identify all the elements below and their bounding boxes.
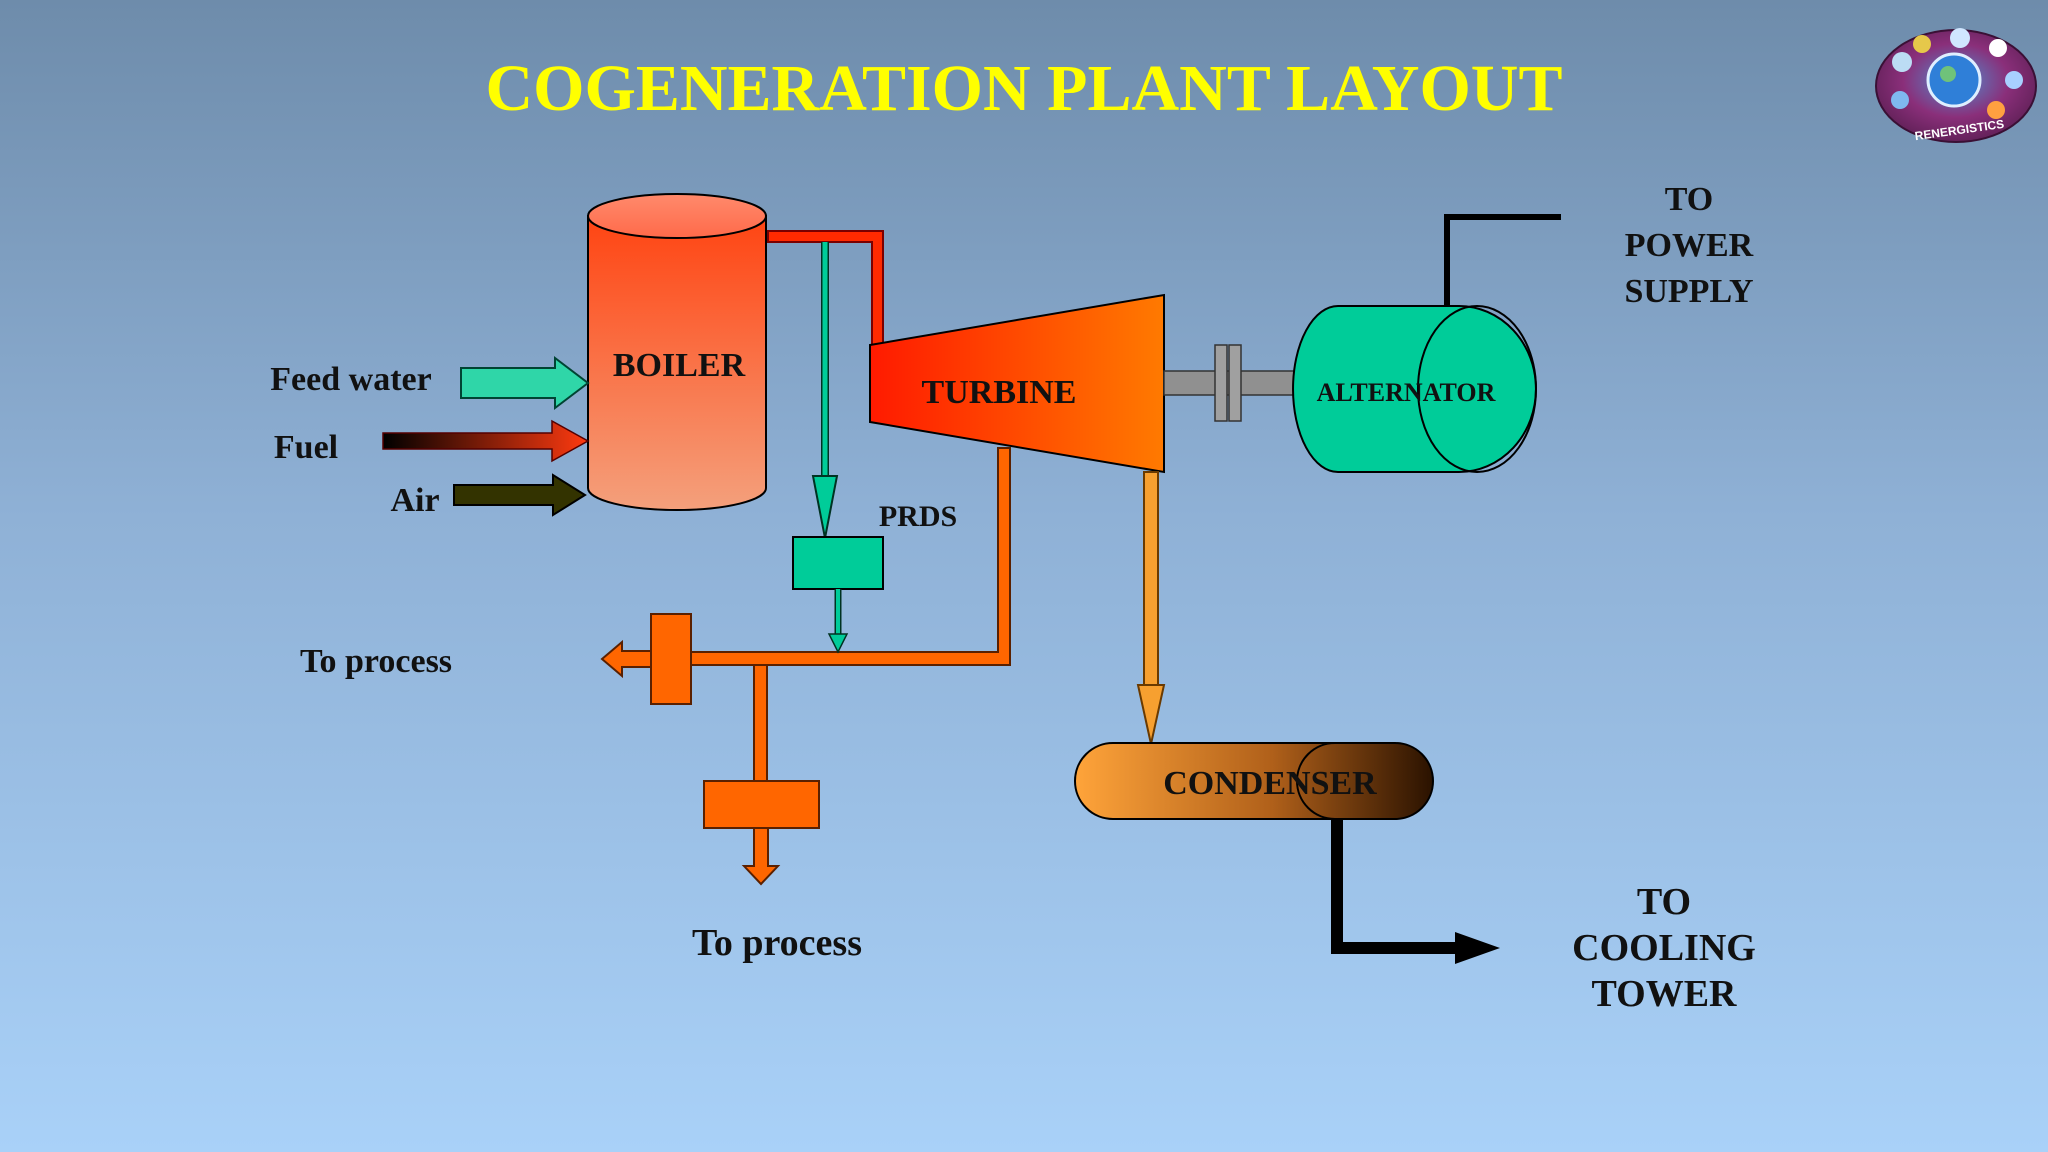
turbine-shaft [1163,344,1295,422]
feed-water-label: Feed water [270,361,431,398]
company-logo: RENERGISTICS [1875,28,2037,143]
air-arrow [453,473,587,517]
fuel-arrow [382,419,590,463]
cooling-tower-label-line1: TO [1637,881,1691,923]
turbine [869,293,1165,474]
alternator [1292,305,1537,473]
power-supply-line [1444,214,1561,306]
fuel-label: Fuel [274,429,338,466]
feed-water-arrow [460,355,590,411]
prds-bypass-line [811,242,839,539]
cooling-tower-label-line3: TOWER [1591,973,1737,1015]
boiler [587,193,767,511]
to-process-left-label: To process [300,643,452,680]
process-outlet-bottom [703,780,820,886]
cooling-tower-label-line2: COOLING [1572,927,1756,969]
power-supply-label-line2: POWER [1625,227,1754,264]
prds-label: PRDS [879,500,957,533]
prds-outlet-arrow [827,589,849,654]
alternator-label: ALTERNATOR [1317,378,1496,407]
power-supply-label-line3: SUPPLY [1624,273,1753,310]
air-label: Air [390,482,439,519]
condenser [1074,742,1434,820]
turbine-label: TURBINE [922,374,1077,411]
process-outlet-left [600,613,692,705]
to-process-bottom-label: To process [692,922,862,964]
page-title: COGENERATION PLANT LAYOUT [486,52,1563,125]
boiler-label: BOILER [613,347,746,384]
process-down-pipe [753,664,768,783]
exhaust-line [1136,471,1166,745]
cooling-tower-line [1331,819,1500,964]
prds-valve [792,536,884,590]
condenser-label: CONDENSER [1163,765,1377,802]
power-supply-label-line1: TO [1665,181,1714,218]
